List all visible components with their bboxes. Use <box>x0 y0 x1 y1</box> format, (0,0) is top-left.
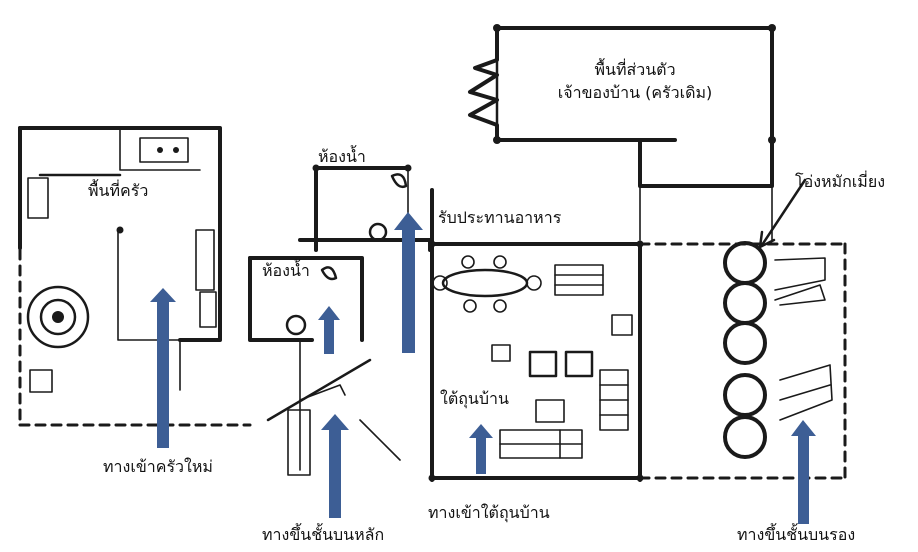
label-private-area-line1: พื้นที่ส่วนตัว <box>594 60 676 79</box>
entry-arrow-under-house <box>469 424 493 474</box>
kitchen-walls <box>18 126 252 427</box>
entry-arrow-bathroom-top <box>394 212 423 353</box>
label-bathroom-left: ห้องน้ำ <box>262 261 310 280</box>
entry-arrow-secondary-stair <box>791 420 816 524</box>
label-secondary-stair: ทางขึ้นชั้นบนรอง <box>737 525 856 544</box>
central-building-walls <box>248 164 644 482</box>
label-kitchen: พื้นที่ครัว <box>88 181 149 200</box>
label-bathroom-top: ห้องน้ำ <box>318 147 366 166</box>
entry-arrow-new-kitchen <box>150 288 176 448</box>
entry-arrow-bathroom-left <box>318 306 340 354</box>
label-entry-under-house: ทางเข้าใต้ถุนบ้าน <box>428 503 550 522</box>
label-entry-new-kitchen: ทางเข้าครัวใหม่ <box>103 457 213 476</box>
label-under-house: ใต้ถุนบ้าน <box>440 389 509 408</box>
jar-yard <box>638 178 847 480</box>
label-main-stair: ทางขึ้นชั้นบนหลัก <box>262 525 385 544</box>
label-dining: รับประทานอาหาร <box>438 208 562 227</box>
private-area-walls <box>468 24 776 241</box>
entry-arrow-main-stair <box>321 414 349 518</box>
label-private-area-line2: เจ้าของบ้าน (ครัวเดิม) <box>557 83 713 102</box>
furniture-sketch <box>285 173 633 459</box>
label-fermentation-jar: โอ่งหมักเมี่ยง <box>795 172 885 191</box>
